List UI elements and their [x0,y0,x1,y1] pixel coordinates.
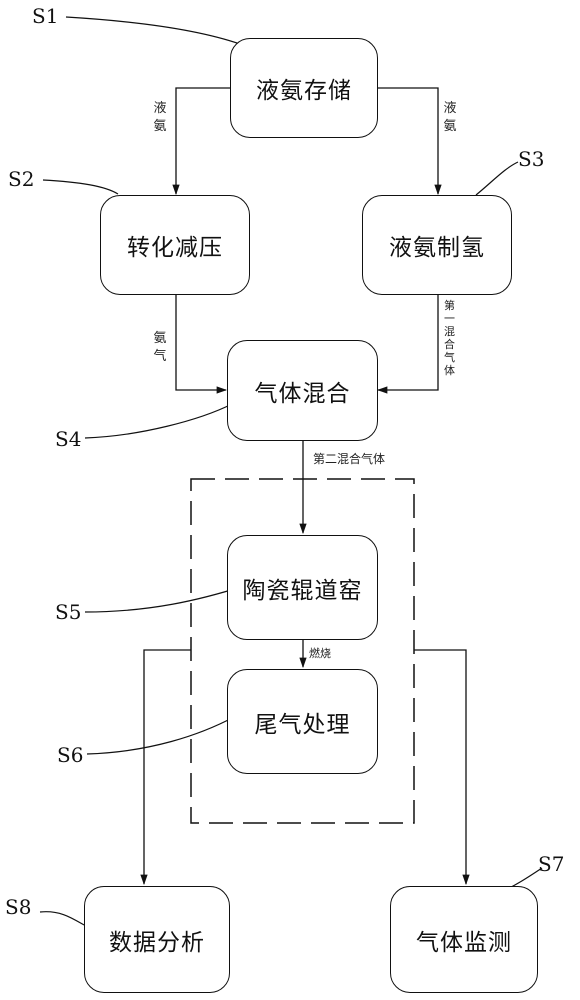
dashed-enclosure [190,478,415,824]
leader-s3 [475,161,519,196]
edge-s1-s2 [172,87,230,196]
leader-s8 [39,911,85,926]
leader-s5 [84,585,245,613]
step-box-s2: 转化减压 [100,195,250,295]
step-id-s2: S2 [8,167,35,191]
step-label-s7: 气体监测 [416,929,512,956]
leader-s2 [42,179,119,195]
step-box-s6: 尾气处理 [227,669,378,774]
edge-to-s8 [140,649,191,886]
step-box-s5: 陶瓷辊道窑 [227,535,378,640]
step-box-s1: 液氨存储 [230,38,378,138]
step-id-s4: S4 [55,427,82,451]
step-box-s7: 气体监测 [390,886,538,993]
leader-s6 [86,716,235,755]
leader-s4 [84,403,233,439]
step-box-s3: 液氨制氢 [362,195,512,295]
edge-s3-s4 [376,295,439,394]
step-id-s3: S3 [518,147,545,171]
step-id-s7: S7 [538,852,565,876]
step-label-s1: 液氨存储 [256,78,352,104]
edge-label-s4-s5: 第二混合气体 [313,452,386,466]
edge-label-s2-s4: 氨气 [153,331,167,364]
step-id-s6: S6 [57,743,84,767]
leader-s1 [65,16,241,45]
step-id-s1: S1 [32,4,59,28]
edge-s1-s3 [378,87,442,196]
edge-to-s7 [414,649,470,886]
edge-label-s1-s3: 液氨 [443,101,457,134]
step-label-s2: 转化减压 [127,235,223,261]
edge-label-s1-s2: 液氨 [153,101,167,134]
step-label-s3: 液氨制氢 [389,235,485,261]
step-label-s6: 尾气处理 [254,711,351,738]
step-box-s8: 数据分析 [84,886,230,993]
edge-label-s5-s6: 燃烧 [309,647,331,660]
step-box-s4: 气体混合 [227,340,378,441]
step-label-s4: 气体混合 [254,380,351,407]
edge-s2-s4 [175,295,228,394]
step-id-s5: S5 [55,600,82,624]
step-id-s8: S8 [5,895,32,919]
edge-label-s3-s4: 第一混合气体 [444,299,455,377]
step-label-s8: 数据分析 [109,929,205,956]
step-label-s5: 陶瓷辊道窑 [242,577,363,604]
